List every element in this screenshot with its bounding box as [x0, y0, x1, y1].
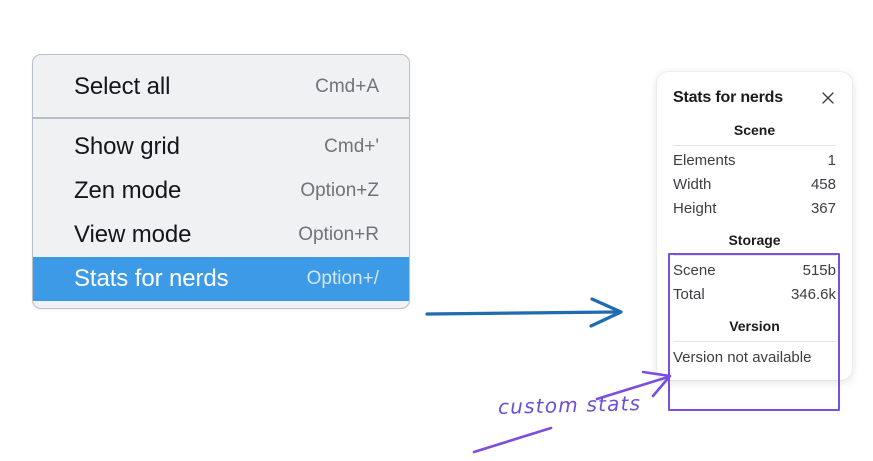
- menu-group-1: Select all Cmd+A: [33, 55, 409, 117]
- stat-row-width: Width 458: [673, 173, 836, 197]
- section-rule: [673, 341, 836, 342]
- section-title-scene: Scene: [733, 122, 776, 138]
- stat-value: 346.6k: [790, 286, 836, 303]
- menu-item-shortcut: Option+Z: [300, 180, 379, 201]
- stat-value: 367: [810, 200, 836, 217]
- stat-key: Scene: [673, 262, 716, 279]
- stat-row-storage-total: Total 346.6k: [673, 283, 836, 307]
- menu-item-shortcut: Option+R: [298, 224, 379, 245]
- handwritten-annotation: custom stats: [497, 391, 642, 419]
- stat-row-elements: Elements 1: [673, 149, 836, 173]
- menu-item-stats-for-nerds[interactable]: Stats for nerds Option+/: [33, 257, 409, 301]
- menu-item-label: Show grid: [74, 133, 180, 160]
- stat-key: Total: [673, 286, 705, 303]
- section-title-version: Version: [729, 318, 780, 334]
- menu-item-shortcut: Cmd+A: [315, 76, 379, 97]
- stat-value: 515b: [802, 262, 836, 279]
- stat-row-height: Height 367: [673, 197, 836, 221]
- menu-item-select-all[interactable]: Select all Cmd+A: [33, 65, 409, 109]
- section-title-storage: Storage: [728, 232, 781, 248]
- menu-item-show-grid[interactable]: Show grid Cmd+': [33, 125, 409, 169]
- menu-item-label: Stats for nerds: [74, 265, 229, 292]
- version-value: Version not available: [673, 349, 812, 366]
- close-icon[interactable]: [819, 89, 837, 107]
- menu-separator: [33, 117, 409, 119]
- section-rule: [673, 145, 836, 146]
- stat-value: 458: [810, 176, 836, 193]
- stat-row-storage-scene: Scene 515b: [673, 259, 836, 283]
- blue-arrow: [425, 297, 623, 328]
- section-rule: [673, 255, 836, 256]
- context-menu[interactable]: Select all Cmd+A Show grid Cmd+' Zen mod…: [32, 54, 410, 309]
- stat-key: Height: [673, 200, 717, 217]
- menu-item-label: View mode: [74, 221, 192, 248]
- stat-value: 1: [827, 152, 836, 169]
- stats-for-nerds-panel: Stats for nerds Scene Elements 1 Width 4…: [657, 72, 852, 411]
- stats-panel-body: Scene Elements 1 Width 458 Height 367 St…: [657, 111, 852, 368]
- stats-panel-header: Stats for nerds: [657, 85, 852, 111]
- menu-item-shortcut: Option+/: [306, 268, 379, 289]
- menu-item-view-mode[interactable]: View mode Option+R: [33, 213, 409, 257]
- menu-item-label: Select all: [74, 73, 171, 100]
- purple-underline-stroke: [472, 426, 553, 454]
- stats-panel-title: Stats for nerds: [673, 89, 783, 106]
- stat-key: Elements: [673, 152, 736, 169]
- menu-item-zen-mode[interactable]: Zen mode Option+Z: [33, 169, 409, 213]
- stat-key: Width: [673, 176, 712, 193]
- menu-item-label: Zen mode: [74, 177, 182, 204]
- menu-group-2: Show grid Cmd+' Zen mode Option+Z View m…: [33, 119, 409, 308]
- menu-item-shortcut: Cmd+': [324, 136, 379, 157]
